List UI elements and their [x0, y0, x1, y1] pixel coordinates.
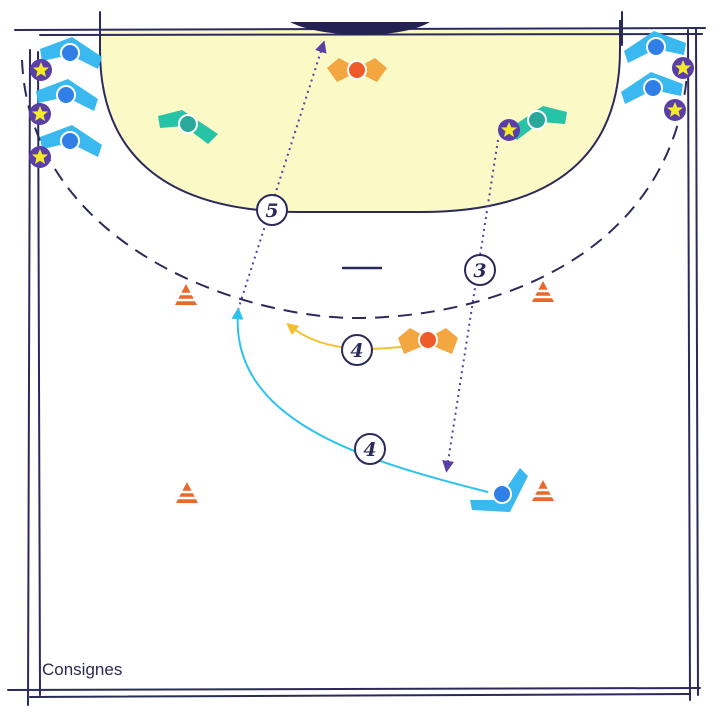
cone-lower-left: [176, 482, 198, 503]
goal-area-line: [99, 20, 621, 213]
instructions-label: Consignes: [42, 660, 123, 679]
cone-upper-right: [532, 281, 554, 302]
defender-right-teal: [507, 106, 567, 140]
goal-area-zone: [100, 30, 620, 212]
star-icon-right-1: [672, 57, 694, 79]
step-marker-4-orange: 4: [341, 334, 373, 366]
star-icon-left-3: [29, 146, 51, 168]
step-marker-3: 3: [464, 254, 496, 286]
cone-upper-left: [175, 284, 197, 305]
star-icon-left-2: [29, 103, 51, 125]
attacker-left-1: [40, 37, 102, 69]
defender-top-orange: [327, 58, 387, 82]
run-arrow-4-blue: [231, 307, 489, 493]
attacker-left-3: [40, 125, 102, 157]
step-label-4b: 4: [363, 439, 376, 461]
step-marker-4-blue: 4: [354, 433, 386, 465]
pass-arrow-5: [237, 40, 327, 311]
attacker-left-2: [36, 79, 98, 111]
defender-left-teal: [158, 110, 218, 144]
pass-arrow-3: [442, 139, 499, 473]
attacker-right-2: [621, 72, 683, 104]
cone-lower-right: [532, 480, 554, 501]
step-marker-5: 5: [256, 194, 288, 226]
star-icon-right-teal: [498, 119, 520, 141]
attacker-right-1: [624, 31, 686, 63]
star-icon-right-2: [664, 99, 686, 121]
star-icon-left-1: [30, 59, 52, 81]
attacker-main: [470, 468, 528, 512]
goal: [290, 22, 430, 35]
free-throw-line-dashed: [21, 59, 689, 320]
step-label-4a: 4: [350, 340, 363, 362]
step-label-5: 5: [265, 200, 278, 222]
defender-center-orange: [398, 328, 458, 354]
step-label-3: 3: [473, 260, 486, 282]
